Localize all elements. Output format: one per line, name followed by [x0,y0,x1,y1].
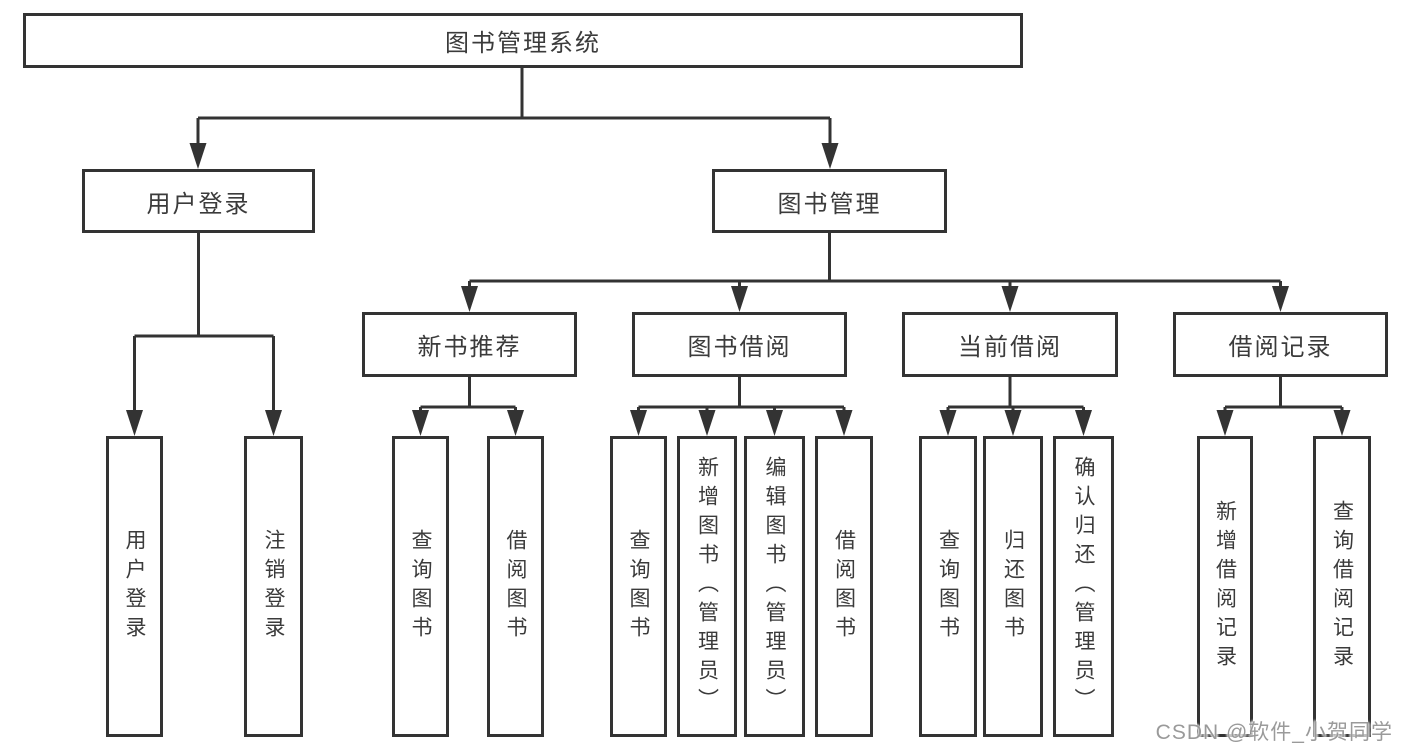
leaf-return-book: 归还图书 [983,436,1043,737]
node-current-borrowing-label: 当前借阅 [958,334,1062,361]
leaf-return-book-label: 归还图书 [1001,528,1025,645]
node-new-book-recommend-label: 新书推荐 [417,334,522,361]
leaf-query-borrow-record-label: 查询借阅记录 [1330,499,1354,674]
node-book-management-label: 图书管理 [777,190,882,218]
leaf-confirm-return-admin: 确认归还（管理员） [1053,436,1114,737]
leaf-logout-login-label: 注销登录 [262,528,285,645]
leaf-user-login: 用户登录 [106,436,163,737]
leaf-query-book-current: 查询图书 [919,436,977,737]
leaf-query-book-recommend-label: 查询图书 [409,528,432,645]
node-book-borrowing-label: 图书借阅 [687,334,792,361]
leaf-query-book-recommend: 查询图书 [392,436,449,737]
node-library-system: 图书管理系统 [23,13,1023,68]
leaf-logout-login: 注销登录 [244,436,303,737]
leaf-borrow-book-borrowing-label: 借阅图书 [832,528,856,645]
watermark: CSDN @软件_小贺同学 [1155,721,1393,744]
node-book-management: 图书管理 [712,169,947,233]
leaf-add-book-admin-label: 新增图书（管理员） [695,456,719,717]
node-borrowing-records-label: 借阅记录 [1228,334,1333,361]
node-borrowing-records: 借阅记录 [1173,312,1388,377]
node-new-book-recommend: 新书推荐 [362,312,577,377]
leaf-user-login-label: 用户登录 [123,528,146,645]
node-user-login-label: 用户登录 [146,190,251,218]
leaf-confirm-return-admin-label: 确认归还（管理员） [1072,456,1095,717]
leaf-edit-book-admin-label: 编辑图书（管理员） [763,456,786,717]
leaf-borrow-book-recommend-label: 借阅图书 [504,528,527,645]
node-current-borrowing: 当前借阅 [902,312,1118,377]
leaf-query-book-borrowing-label: 查询图书 [627,528,650,645]
leaf-borrow-book-borrowing: 借阅图书 [815,436,873,737]
leaf-query-borrow-record: 查询借阅记录 [1313,436,1371,737]
node-book-borrowing: 图书借阅 [632,312,847,377]
leaf-add-borrow-record-label: 新增借阅记录 [1213,499,1237,674]
node-library-system-label: 图书管理系统 [445,30,601,57]
leaf-add-book-admin: 新增图书（管理员） [677,436,737,737]
node-user-login: 用户登录 [82,169,315,233]
leaf-borrow-book-recommend: 借阅图书 [487,436,544,737]
leaf-query-book-borrowing: 查询图书 [610,436,667,737]
leaf-query-book-current-label: 查询图书 [936,528,960,645]
leaf-add-borrow-record: 新增借阅记录 [1197,436,1253,737]
leaf-edit-book-admin: 编辑图书（管理员） [744,436,805,737]
